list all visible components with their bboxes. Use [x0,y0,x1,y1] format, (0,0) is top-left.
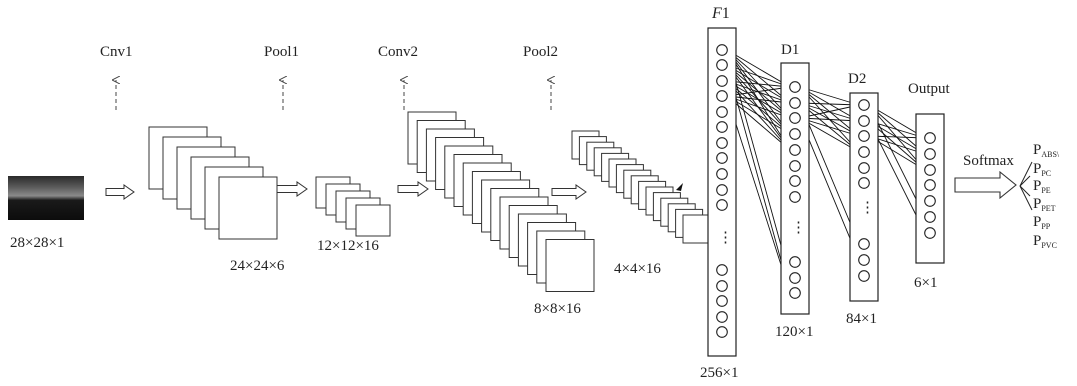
f1-neuron [717,296,728,307]
f1-ellipsis: ⋮ [718,230,733,246]
out-neuron [925,165,936,176]
d1-neuron [790,273,801,284]
d1-neuron [790,113,801,124]
d1-neuron [790,98,801,109]
f1-title: F1 [711,5,730,22]
flatten-mark [676,183,683,191]
pool1-size-label: 12×12×16 [317,238,379,254]
probability-label: PPP [1033,214,1051,231]
d2-neuron [859,255,870,266]
dense-connections [727,50,925,293]
hollow-arrow [398,182,428,196]
conv1-feature-maps [149,127,277,239]
f1-size-label: 256×1 [700,365,738,381]
pool1-map [356,205,390,236]
d2-neuron [859,131,870,142]
d2-ellipsis: ⋮ [860,200,875,216]
output-probabilities: PABS\ PPCPPEPPETPPP PPVC [1033,142,1060,250]
out-neuron [925,228,936,239]
output-brace [1020,162,1032,210]
f1-neuron [717,76,728,87]
conv2-title: Conv2 [378,44,418,60]
out-neuron [925,196,936,207]
f1-neuron [717,169,728,180]
hollow-arrow [275,182,307,196]
f1-neuron [717,327,728,338]
f1-neuron [717,281,728,292]
out-neuron [925,149,936,160]
d1-ellipsis: ⋮ [791,220,806,236]
pool2-map [683,215,710,243]
d1-neuron [790,145,801,156]
pool2-feature-maps [572,131,710,243]
d1-neuron [790,176,801,187]
d2-neuron [859,147,870,158]
d2-neuron [859,271,870,282]
d2-neuron [859,178,870,189]
pool2-title: Pool2 [523,44,558,60]
conv1-map [219,177,277,239]
f1-neuron [717,122,728,133]
d1-neuron [790,288,801,299]
d2-neuron [859,100,870,111]
softmax-label: Softmax [963,153,1014,169]
out-neuron [925,212,936,223]
f1-neuron [717,153,728,164]
conv1-size-label: 24×24×6 [230,258,285,274]
d1-neuron [790,161,801,172]
input-size-label: 28×28×1 [10,235,64,251]
d2-neuron [859,239,870,250]
output-title: Output [908,81,951,97]
probability-label: PABS\ [1033,142,1060,159]
pool1-title: Pool1 [264,44,299,60]
d2-neuron [859,163,870,174]
conv2-feature-maps [408,112,594,292]
f1-neuron [717,312,728,323]
d1-neuron [790,129,801,140]
conv2-size-label: 8×8×16 [534,301,581,317]
f1-neuron [717,265,728,276]
conv2-map [546,240,594,292]
out-neuron [925,180,936,191]
d2-title: D2 [848,71,866,87]
d2-neuron [859,116,870,127]
pool1-feature-maps [316,177,390,236]
output-size-label: 6×1 [914,275,937,291]
probability-label: PPC [1033,161,1051,178]
softmax-arrow [955,172,1016,198]
f1-neuron [717,200,728,211]
f1-neuron [717,91,728,102]
f1-neuron [717,138,728,149]
conv1-title: Cnv1 [100,44,133,60]
probability-label: PPET [1033,196,1056,213]
hollow-arrow [106,185,134,199]
d1-size-label: 120×1 [775,324,813,340]
f1-neuron [717,45,728,56]
d1-neuron [790,257,801,268]
out-neuron [925,133,936,144]
d1-neuron [790,82,801,93]
d2-size-label: 84×1 [846,311,877,327]
f1-neuron [717,107,728,118]
d1-neuron [790,192,801,203]
input-image [8,176,84,220]
hollow-arrow [552,185,586,199]
pool2-size-label: 4×4×16 [614,261,661,277]
f1-neuron [717,60,728,71]
d1-title: D1 [781,42,799,58]
probability-label: PPVC [1033,233,1057,250]
probability-label: PPE [1033,178,1051,195]
f1-neuron [717,185,728,196]
